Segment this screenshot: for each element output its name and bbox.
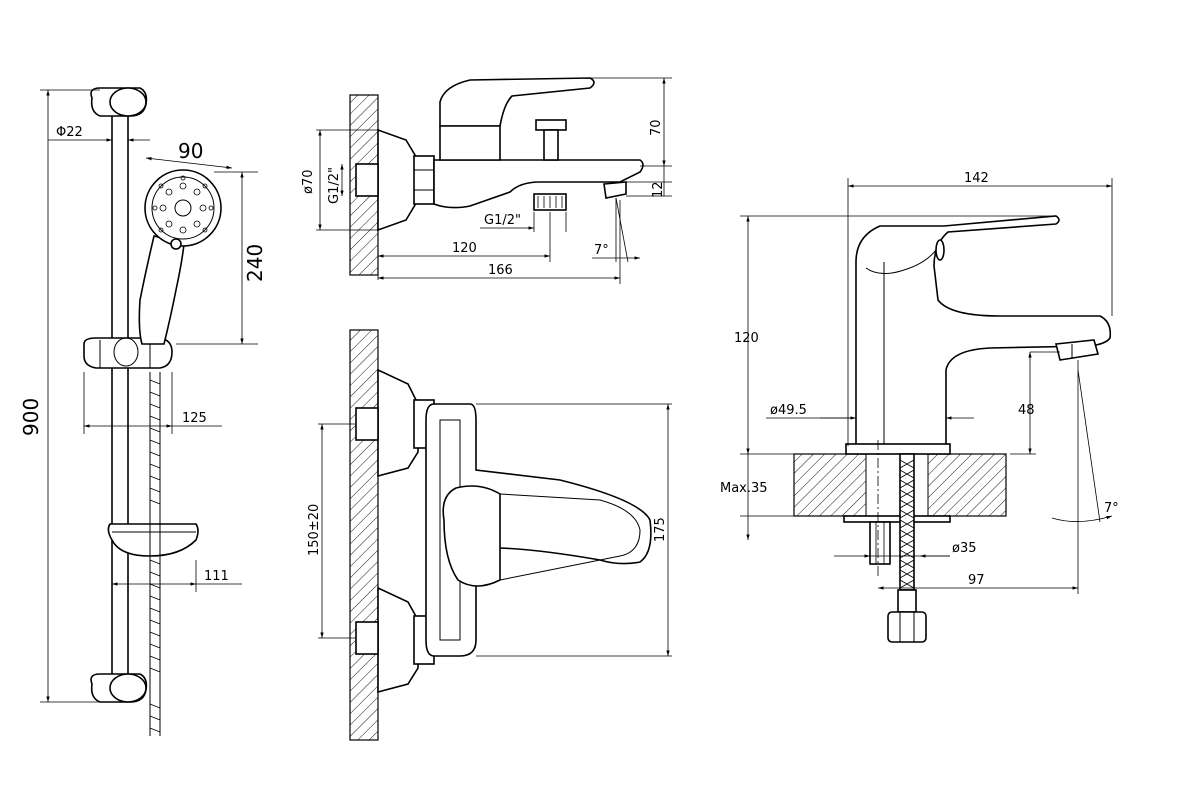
label-142: 142	[964, 171, 989, 186]
mounting-plate	[843, 515, 951, 523]
mixer-body	[433, 159, 644, 209]
slide-rail	[111, 116, 129, 680]
bottom-bracket	[90, 673, 148, 703]
label-120-side: 120	[452, 241, 477, 256]
bath-mixer-side-view: ø70 G1/2" G1/2" 120 166 70	[301, 77, 672, 284]
dim-center-distance: 150±20	[307, 423, 356, 639]
label-o70: ø70	[301, 170, 316, 195]
spray-nozzles	[152, 175, 214, 234]
basin-aerator	[1055, 339, 1100, 361]
mixer-lever	[439, 77, 595, 127]
dim-holder-offset: 125	[83, 372, 222, 434]
dim-spout-clearance-48: 48	[1010, 351, 1060, 455]
lower-inlet	[355, 621, 379, 655]
shower-set-drawing: 900 Φ22 90 240 125	[19, 87, 267, 736]
label-phi22: Φ22	[56, 125, 83, 140]
label-48: 48	[1018, 403, 1035, 418]
dim-spout-reach-120: 120	[377, 212, 551, 280]
dim-outlet-thread: G1/2"	[480, 212, 567, 232]
label-max35: Max.35	[720, 481, 768, 496]
union-nut	[413, 155, 435, 205]
cartridge-housing	[439, 125, 501, 161]
dim-basin-height-120: 120	[734, 215, 1056, 455]
label-175: 175	[653, 517, 668, 542]
dim-flange-diameter: ø70	[301, 129, 378, 231]
inlet-pipe	[355, 163, 379, 197]
upper-inlet	[355, 407, 379, 441]
slider-holder	[83, 337, 173, 369]
base-ring	[845, 443, 951, 455]
label-240: 240	[243, 244, 267, 282]
spout-aerator	[603, 181, 627, 199]
wall-section-bottom	[349, 329, 379, 741]
label-150pm20: 150±20	[307, 504, 322, 556]
label-o49-5: ø49.5	[770, 403, 807, 418]
soap-dish	[107, 523, 199, 557]
dim-head-height: 240	[176, 171, 267, 345]
dim-inlet-thread: G1/2"	[327, 164, 344, 204]
label-111: 111	[204, 569, 229, 584]
dim-head-diameter: 90	[145, 139, 233, 170]
upper-flange	[377, 368, 419, 478]
label-7deg-basin: 7°	[1104, 501, 1119, 516]
label-97: 97	[968, 573, 985, 588]
label-o35: ø35	[952, 541, 977, 556]
dim-overall-depth-166: 166	[378, 200, 621, 284]
dim-height-70: 70	[590, 77, 672, 167]
dim-spout-reach-97: 97	[878, 360, 1079, 594]
dim-shank-diameter: ø35	[834, 541, 977, 558]
label-7deg-side: 7°	[594, 243, 609, 258]
label-125: 125	[182, 411, 207, 426]
wall-flange	[377, 128, 419, 232]
threaded-stud	[869, 521, 891, 565]
label-120-basin: 120	[734, 331, 759, 346]
label-g12-inlet: G1/2"	[327, 167, 342, 204]
dim-basin-width-142: 142	[847, 171, 1113, 446]
label-12: 12	[651, 181, 666, 198]
dim-dish-offset: 111	[111, 560, 242, 592]
label-166: 166	[488, 263, 513, 278]
label-70: 70	[649, 119, 664, 136]
label-g12-outlet: G1/2"	[484, 213, 521, 228]
dim-overall-height-175: 175	[476, 403, 672, 657]
basin-mixer-drawing: 142 120 ø49.5 48 Max.35	[720, 171, 1119, 643]
dim-rail-diameter: Φ22	[48, 125, 150, 142]
diverter-knob	[535, 119, 567, 131]
dim-spout-angle: 7°	[592, 197, 640, 263]
top-bracket	[90, 87, 148, 117]
lower-flange	[377, 586, 419, 694]
dim-rail-length: 900	[19, 89, 100, 703]
shower-hose	[149, 372, 161, 736]
diverter-stem	[543, 129, 559, 161]
dim-max-deck: Max.35	[720, 454, 794, 540]
bath-mixer-front-view: 150±20 175	[307, 329, 672, 741]
dim-spout-height-12: 12	[626, 166, 672, 198]
hand-shower	[138, 169, 222, 345]
label-900: 900	[19, 398, 43, 436]
dim-base-diameter: ø49.5	[766, 403, 974, 420]
basin-mixer-body	[855, 215, 1112, 447]
dim-basin-spout-angle: 7°	[1051, 369, 1119, 523]
label-90: 90	[178, 139, 203, 163]
front-lever-base	[442, 485, 501, 587]
